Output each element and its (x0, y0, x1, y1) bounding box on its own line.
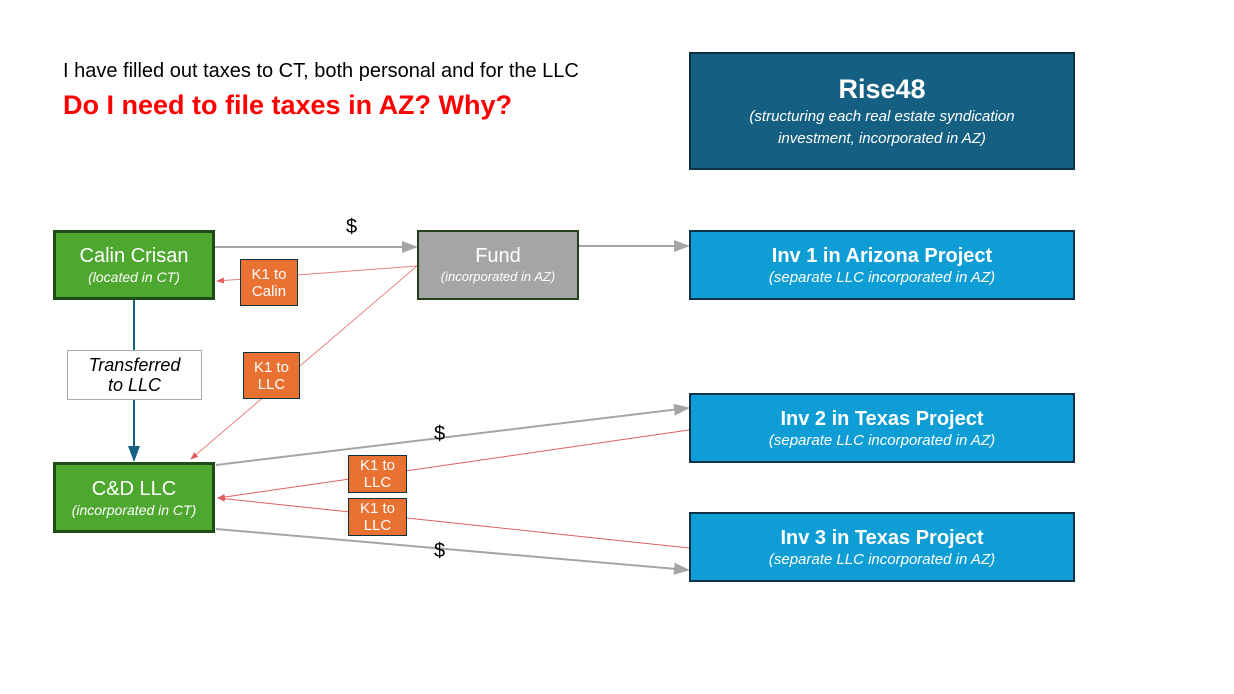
calin-subtitle: (located in CT) (88, 269, 180, 285)
llc-title: C&D LLC (91, 477, 177, 500)
transfer-label: Transferred to LLC (67, 350, 202, 400)
money-label-inv2: $ (434, 423, 446, 445)
rise48-subtitle: (structuring each real estate syndicatio… (749, 108, 1015, 147)
arrow-llc-to-inv3 (215, 528, 690, 575)
llc-subtitle: (incorporated in CT) (71, 501, 197, 518)
arrow-inv3-to-llc (217, 495, 690, 549)
inv3-title: Inv 3 in Texas Project (780, 527, 984, 549)
calin-box: Calin Crisan (located in CT) (53, 230, 215, 300)
inv1-box: Inv 1 in Arizona Project (separate LLC i… (689, 230, 1075, 300)
calin-title: Calin Crisan (79, 245, 189, 267)
header-question: Do I need to file taxes in AZ? Why? (63, 90, 513, 120)
rise48-box: Rise48 (structuring each real estate syn… (689, 52, 1075, 170)
transfer-line2: to LLC (107, 375, 162, 395)
arrow-fund-to-llc (190, 265, 418, 460)
fund-title: Fund (475, 245, 521, 267)
llc-box: C&D LLC (incorporated in CT) (53, 462, 215, 533)
inv1-title: Inv 1 in Arizona Project (771, 245, 993, 267)
transfer-line1: Transferred (88, 355, 181, 375)
inv2-subtitle: (separate LLC incorporated in AZ) (768, 432, 996, 449)
arrow-inv2-to-llc (217, 429, 690, 500)
fund-box: Fund (incorporated in AZ) (417, 230, 579, 300)
inv2-title: Inv 2 in Texas Project (780, 408, 984, 430)
money-label-inv3: $ (434, 540, 446, 562)
inv3-box: Inv 3 in Texas Project (separate LLC inc… (689, 512, 1075, 582)
header-line: I have filled out taxes to CT, both pers… (63, 60, 579, 82)
arrow-llc-to-inv2 (215, 403, 690, 466)
money-label-fund: $ (346, 216, 358, 238)
inv2-box: Inv 2 in Texas Project (separate LLC inc… (689, 393, 1075, 463)
inv3-subtitle: (separate LLC incorporated in AZ) (768, 551, 996, 568)
rise48-title: Rise48 (838, 74, 926, 104)
inv1-subtitle: (separate LLC incorporated in AZ) (768, 269, 996, 286)
fund-subtitle: (incorporated in AZ) (440, 269, 556, 284)
